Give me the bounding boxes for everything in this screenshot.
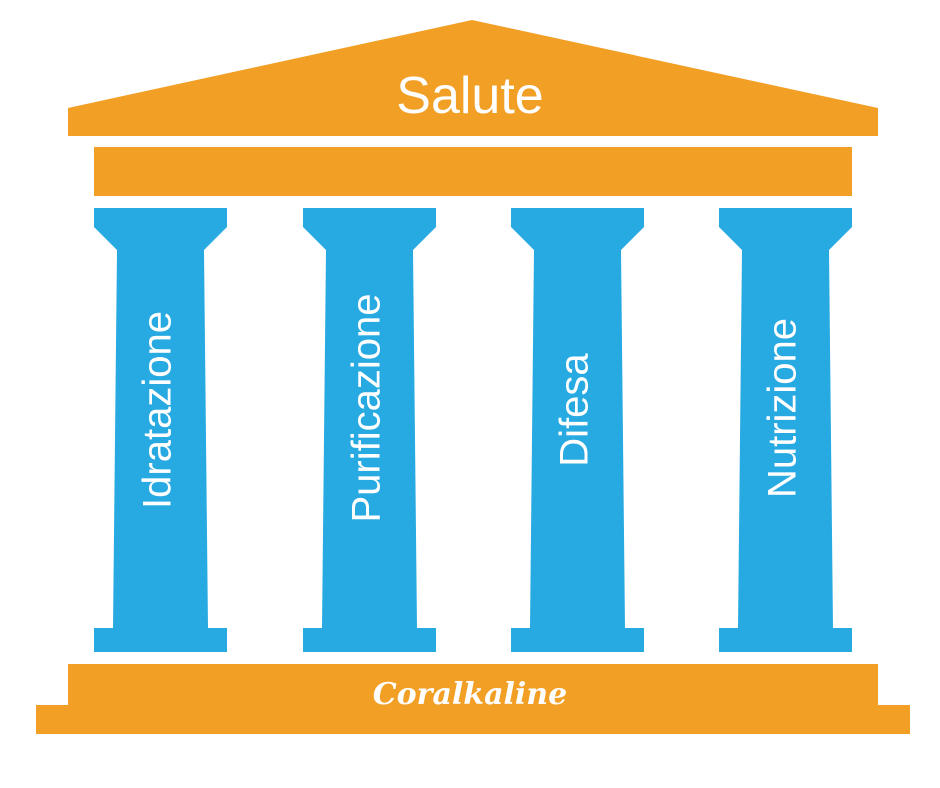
roof-pediment [68,20,878,136]
pillar-3: Difesa [511,208,644,652]
roof-title: Salute [396,67,543,125]
pillar-3-label: Difesa [553,353,597,467]
pillar-4: Nutrizione [719,208,852,652]
pillar-1: Idratazione [94,208,227,652]
base-brand-logo: Coralkaline [373,677,567,712]
pillar-4-shape [719,208,852,652]
base-stylobate [36,664,910,734]
entablature-beam [94,147,852,196]
pillar-1-shape [94,208,227,652]
pillar-2-shape [303,208,436,652]
pillar-1-label: Idratazione [136,311,180,509]
pillar-2-label: Purificazione [345,293,389,522]
pillar-3-shape [511,208,644,652]
pillar-4-label: Nutrizione [761,318,805,498]
pillar-2: Purificazione [303,208,436,652]
